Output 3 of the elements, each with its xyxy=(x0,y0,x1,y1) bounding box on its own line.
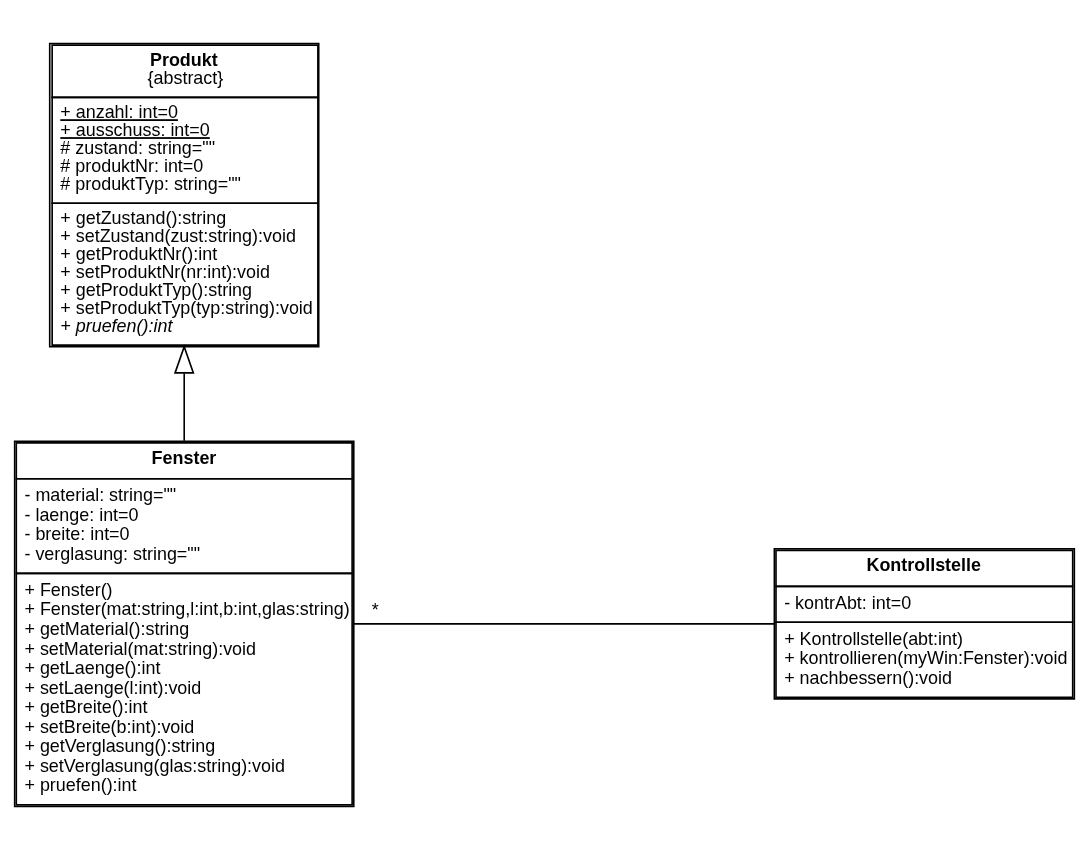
arrow xyxy=(173,344,195,442)
edge-label: * xyxy=(371,600,379,621)
connector xyxy=(353,623,775,625)
